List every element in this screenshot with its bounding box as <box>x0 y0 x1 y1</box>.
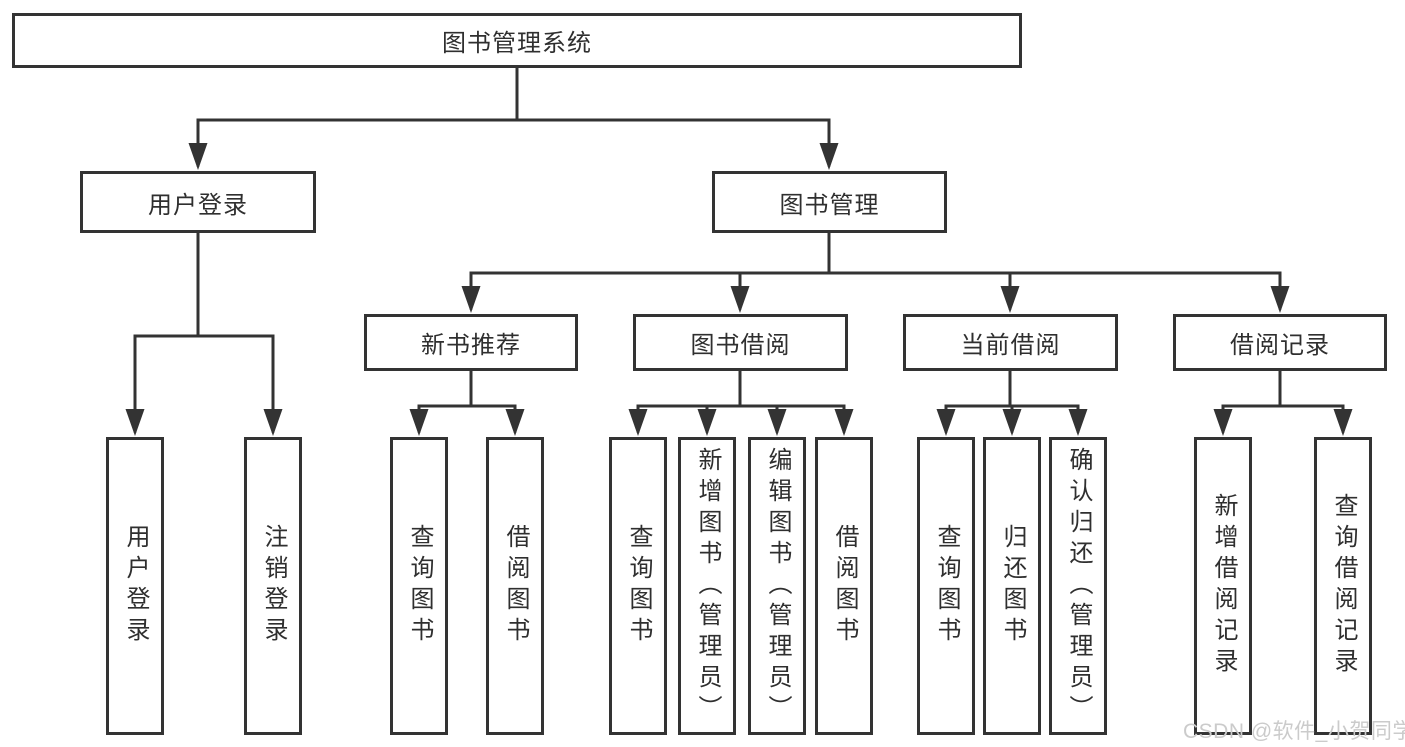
leaf-borrow-edit-books-admin-label: 编辑图书（管理员） <box>764 446 791 726</box>
node-borrow-records-label: 借阅记录 <box>1230 332 1330 359</box>
leaf-logout-label: 注销登录 <box>260 524 287 648</box>
node-current-borrow-label: 当前借阅 <box>960 332 1061 359</box>
leaf-records-query-record: 查询借阅记录 <box>1314 437 1372 735</box>
arrowhead-icon <box>409 409 429 436</box>
leaf-records-add-record-label: 新增借阅记录 <box>1210 493 1237 679</box>
arrowhead-icon <box>461 286 481 313</box>
leaf-newbook-borrow-books-label: 借阅图书 <box>502 524 529 648</box>
arrowhead-icon <box>819 143 839 170</box>
arrowheads <box>125 143 1353 436</box>
node-book-management: 图书管理 <box>712 171 947 233</box>
leaf-borrow-add-books-admin: 新增图书（管理员） <box>678 437 736 735</box>
node-new-book-recommend-label: 新书推荐 <box>421 332 521 359</box>
leaf-user-login: 用户登录 <box>106 437 164 735</box>
arrowhead-icon <box>1068 409 1088 436</box>
arrowhead-icon <box>1270 286 1290 313</box>
leaf-records-add-record: 新增借阅记录 <box>1194 437 1252 735</box>
arrowhead-icon <box>263 409 283 436</box>
node-book-borrow-label: 图书借阅 <box>690 332 791 359</box>
node-current-borrow: 当前借阅 <box>903 314 1118 371</box>
arrowhead-icon <box>834 409 854 436</box>
arrowhead-icon <box>697 409 717 436</box>
node-root-title-label: 图书管理系统 <box>442 30 592 57</box>
arrowhead-icon <box>505 409 525 436</box>
leaf-records-query-record-label: 查询借阅记录 <box>1330 493 1357 679</box>
arrowhead-icon <box>1213 409 1233 436</box>
node-borrow-records: 借阅记录 <box>1173 314 1387 371</box>
leaf-logout: 注销登录 <box>244 437 302 735</box>
leaf-newbook-query-books: 查询图书 <box>390 437 448 735</box>
leaf-newbook-borrow-books: 借阅图书 <box>486 437 544 735</box>
leaf-current-return-books: 归还图书 <box>983 437 1041 735</box>
leaf-borrow-query-books: 查询图书 <box>609 437 667 735</box>
arrowhead-icon <box>1333 409 1353 436</box>
arrowhead-icon <box>188 143 208 170</box>
leaf-current-return-books-label: 归还图书 <box>999 524 1026 648</box>
leaf-current-confirm-return-admin-label: 确认归还（管理员） <box>1065 446 1092 726</box>
arrowhead-icon <box>936 409 956 436</box>
leaf-current-query-books-label: 查询图书 <box>933 524 960 648</box>
node-book-borrow: 图书借阅 <box>633 314 848 371</box>
leaf-borrow-borrow-books-label: 借阅图书 <box>831 524 858 648</box>
leaf-newbook-query-books-label: 查询图书 <box>406 524 433 648</box>
leaf-borrow-edit-books-admin: 编辑图书（管理员） <box>748 437 806 735</box>
arrowhead-icon <box>1000 286 1020 313</box>
arrowhead-icon <box>1002 409 1022 436</box>
leaf-current-query-books: 查询图书 <box>917 437 975 735</box>
csdn-watermark: CSDN @软件_小贺同学 <box>1183 720 1405 743</box>
node-book-management-label: 图书管理 <box>779 191 880 219</box>
node-root-title: 图书管理系统 <box>12 13 1022 68</box>
leaf-borrow-borrow-books: 借阅图书 <box>815 437 873 735</box>
leaf-borrow-add-books-admin-label: 新增图书（管理员） <box>694 446 721 726</box>
arrowhead-icon <box>125 409 145 436</box>
arrowhead-icon <box>767 409 787 436</box>
node-user-login: 用户登录 <box>80 171 316 233</box>
node-new-book-recommend: 新书推荐 <box>364 314 578 371</box>
arrowhead-icon <box>628 409 648 436</box>
leaf-user-login-label: 用户登录 <box>122 524 149 648</box>
arrowhead-icon <box>730 286 750 313</box>
leaf-borrow-query-books-label: 查询图书 <box>625 524 652 648</box>
node-user-login-label: 用户登录 <box>148 191 248 219</box>
leaf-current-confirm-return-admin: 确认归还（管理员） <box>1049 437 1107 735</box>
